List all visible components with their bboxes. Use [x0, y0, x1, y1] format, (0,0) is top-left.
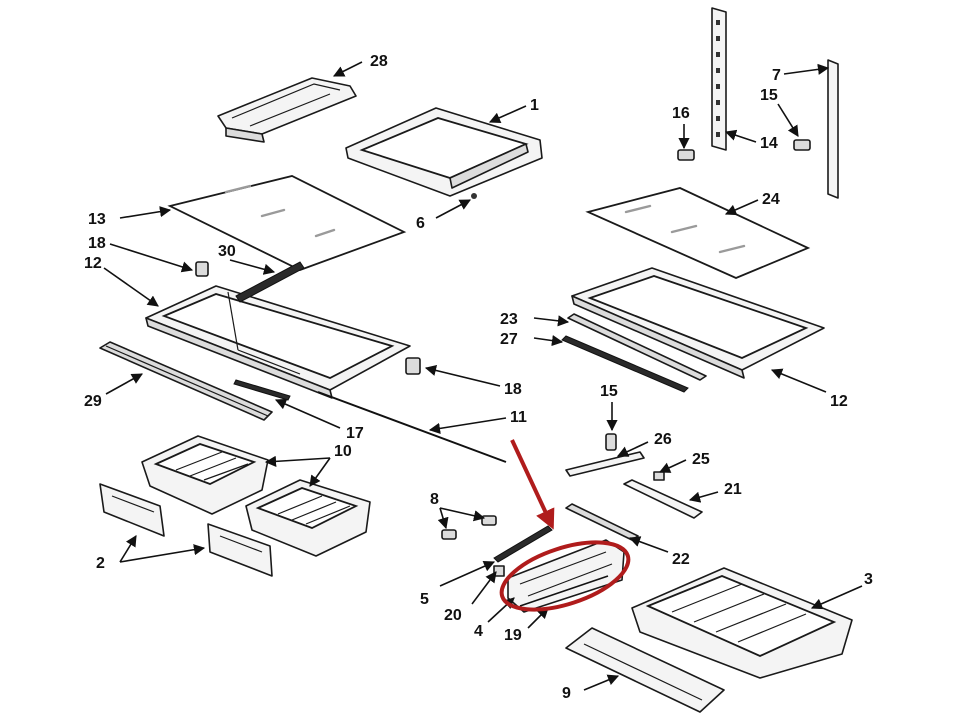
part-11-rod[interactable] [317, 391, 507, 463]
part-30-trim[interactable] [235, 261, 305, 303]
part-15-screw-upper[interactable] [793, 139, 811, 151]
red-arrow-icon [510, 439, 555, 530]
part-27-rail[interactable] [561, 335, 689, 393]
callout-10: 10 [334, 443, 352, 460]
callout-8: 8 [430, 491, 439, 508]
callout-25: 25 [692, 451, 710, 468]
callout-17: 17 [346, 425, 364, 442]
callout-15b: 15 [600, 383, 618, 400]
callout-19: 19 [504, 627, 522, 644]
callout-16: 16 [672, 105, 690, 122]
part-18-clip-upper[interactable] [195, 261, 209, 277]
callout-4: 4 [474, 623, 483, 640]
part-13-glass-shelf[interactable] [167, 175, 407, 271]
callout-29: 29 [84, 393, 102, 410]
part-1-shelf-frame[interactable] [345, 107, 543, 199]
callout-24: 24 [762, 191, 780, 208]
part-29-trim-strip[interactable] [99, 341, 273, 421]
part-25-clip[interactable] [653, 471, 665, 481]
part-17-slide[interactable] [233, 379, 291, 401]
part-9-trim[interactable] [565, 627, 725, 713]
part-14-rail[interactable] [711, 7, 727, 151]
part-23-trim[interactable] [567, 313, 707, 381]
part-16-screw[interactable] [677, 149, 695, 161]
callout-20: 20 [444, 607, 462, 624]
callout-5: 5 [420, 591, 429, 608]
highlight-overlay [499, 439, 631, 612]
part-8-screws[interactable] [441, 515, 497, 540]
part-24-glass-shelf[interactable] [585, 187, 811, 279]
callout-28: 28 [370, 53, 388, 70]
callout-21: 21 [724, 481, 742, 498]
leader-lines [103, 61, 863, 691]
part-5-slide[interactable] [493, 525, 553, 563]
part-20-clip[interactable] [493, 565, 505, 577]
part-12-right-shelf-frame[interactable] [571, 267, 825, 379]
part-21-slide[interactable] [623, 479, 703, 519]
part-7-strip[interactable] [827, 59, 839, 199]
part-15-screw-lower[interactable] [605, 433, 617, 451]
callout-18b: 18 [504, 381, 522, 398]
callout-27: 27 [500, 331, 518, 348]
callout-3: 3 [864, 571, 873, 588]
callout-26: 26 [654, 431, 672, 448]
callout-1: 1 [530, 97, 539, 114]
callout-14: 14 [760, 135, 778, 152]
part-10-drawer-left[interactable] [141, 435, 269, 515]
part-12-left-shelf-frame[interactable] [145, 285, 411, 399]
part-28-small-shelf[interactable] [217, 77, 357, 143]
part-19-rail[interactable] [519, 575, 609, 607]
part-2-drawer-front-right[interactable] [207, 523, 273, 577]
callout-2: 2 [96, 555, 105, 572]
callout-23: 23 [500, 311, 518, 328]
part-26-bracket[interactable] [565, 451, 645, 477]
callout-6: 6 [416, 215, 425, 232]
callout-12b: 12 [830, 393, 848, 410]
part-2-drawer-front-left[interactable] [99, 483, 165, 537]
callout-18a: 18 [88, 235, 106, 252]
part-18-clip-lower[interactable] [405, 357, 421, 375]
callout-11: 11 [510, 409, 527, 426]
callout-12a: 12 [84, 255, 102, 272]
callout-labels: 28 1 6 13 18 30 12 18 29 17 11 10 2 7 15… [84, 53, 873, 702]
part-3-crisper-cover[interactable] [631, 567, 853, 679]
part-10-drawer-right[interactable] [245, 479, 371, 557]
callout-7: 7 [772, 67, 781, 84]
callout-13: 13 [88, 211, 106, 228]
callout-22: 22 [672, 551, 690, 568]
callout-15a: 15 [760, 87, 778, 104]
highlight-ellipse [499, 540, 631, 612]
callout-30: 30 [218, 243, 236, 260]
part-22-slide-rail[interactable] [565, 503, 639, 541]
callout-9: 9 [562, 685, 571, 702]
